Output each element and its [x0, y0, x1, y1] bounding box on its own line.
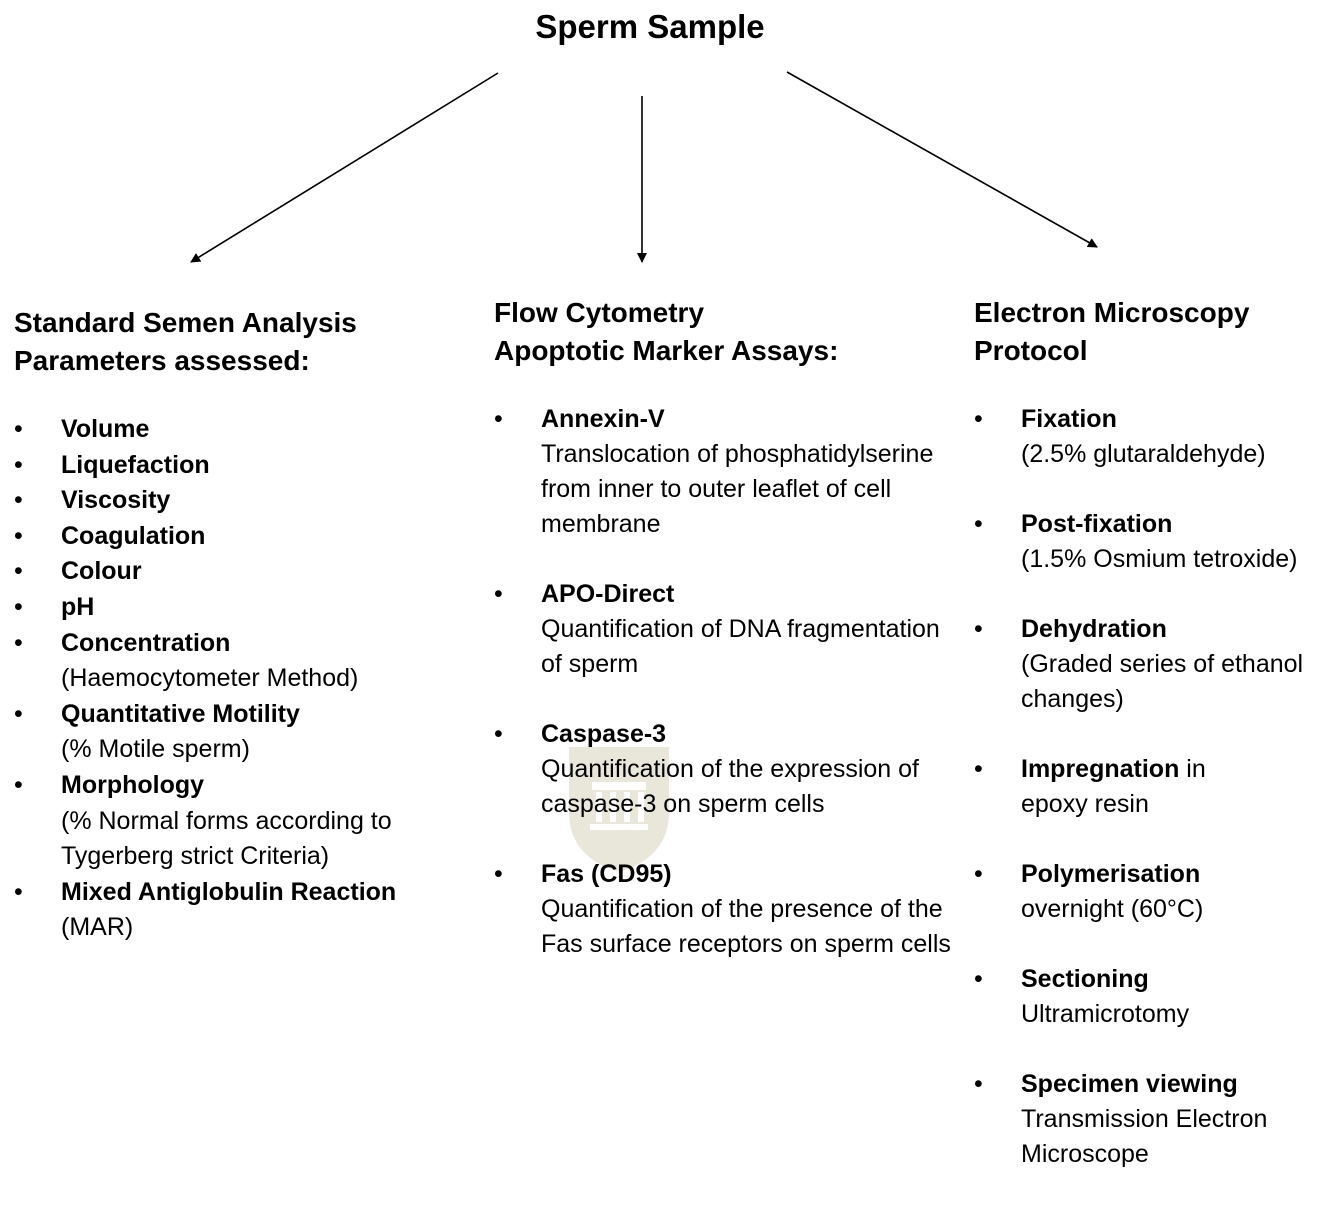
- item-list: VolumeLiquefactionViscosityCoagulationCo…: [14, 412, 484, 946]
- item-detail: (1.5% Osmium tetroxide): [1021, 545, 1298, 573]
- item-detail: overnight (60°C): [1021, 895, 1204, 923]
- column-heading-line2: Parameters assessed:: [14, 345, 310, 376]
- item-name: Quantitative Motility: [61, 699, 300, 728]
- item-name: Mixed Antiglobulin Reaction: [61, 877, 397, 906]
- item-detail: Quantification of the presence of the Fa…: [541, 895, 951, 958]
- item-list: Annexin-V Translocation of phosphatidylse…: [494, 402, 964, 962]
- item-name: APO-Direct: [541, 580, 675, 608]
- item-detail: Transmission Electron Microscope: [1021, 1105, 1268, 1168]
- column-heading-line1: Electron Microscopy: [974, 297, 1250, 328]
- item-detail: epoxy resin: [1021, 790, 1149, 818]
- item-name: Liquefaction: [61, 450, 210, 479]
- item-detail: Quantification of the expression of casp…: [541, 755, 920, 818]
- column-heading-line1: Standard Semen Analysis: [14, 307, 357, 338]
- item-name: pH: [61, 592, 95, 621]
- item-detail: (2.5% glutaraldehyde): [1021, 440, 1266, 468]
- arrow-to-semen-analysis: [190, 72, 499, 263]
- column-heading-line1: Flow Cytometry: [494, 297, 705, 328]
- list-item: Colour: [14, 554, 484, 590]
- item-detail: (MAR): [61, 913, 134, 942]
- item-name: Impregnation: [1021, 755, 1180, 783]
- item-name: Fas (CD95): [541, 860, 672, 888]
- item-name: Annexin-V: [541, 405, 665, 433]
- list-item: Viscosity: [14, 483, 484, 519]
- item-name: Specimen viewing: [1021, 1070, 1238, 1098]
- list-item: Volume: [14, 412, 484, 448]
- item-name-suffix: in: [1186, 755, 1206, 783]
- item-name: Polymerisation: [1021, 860, 1201, 888]
- arrow-to-electron-microscopy: [786, 71, 1098, 248]
- item-name: Colour: [61, 557, 142, 586]
- list-item: Coagulation: [14, 519, 484, 555]
- list-item: Morphology (% Normal forms according to T…: [14, 768, 484, 875]
- list-item: Concentration (Haemocytometer Method): [14, 626, 484, 697]
- item-name: Caspase-3: [541, 720, 667, 748]
- item-name: Coagulation: [61, 521, 206, 550]
- item-name: Sectioning: [1021, 965, 1149, 993]
- list-item: Post-fixation (1.5% Osmium tetroxide): [974, 507, 1324, 577]
- diagram-title: Sperm Sample: [535, 8, 765, 45]
- list-item: Fixation (2.5% glutaraldehyde): [974, 402, 1324, 472]
- column-heading-line2: Protocol: [974, 335, 1088, 366]
- item-name: Morphology: [61, 770, 205, 799]
- item-detail: Translocation of phosphatidylserine from…: [541, 440, 934, 538]
- list-item: Quantitative Motility (% Motile sperm): [14, 697, 484, 768]
- list-item: Dehydration (Graded series of ethanol cha…: [974, 612, 1324, 717]
- list-item: Polymerisation overnight (60°C): [974, 857, 1324, 927]
- item-name: Post-fixation: [1021, 510, 1173, 538]
- item-name: Fixation: [1021, 405, 1117, 433]
- item-list: Fixation (2.5% glutaraldehyde) Post-fixati…: [974, 402, 1324, 1172]
- item-detail: (% Motile sperm): [61, 735, 250, 764]
- item-name: Volume: [61, 415, 150, 443]
- item-name: Viscosity: [61, 486, 171, 515]
- list-item: Fas (CD95) Quantification of the presence…: [494, 857, 964, 962]
- item-detail: (Graded series of ethanol changes): [1021, 650, 1304, 713]
- column-electron-microscopy: Electron MicroscopyProtocolFixation (2.5%…: [974, 294, 1324, 1207]
- column-heading-line2: Apoptotic Marker Assays:: [494, 335, 839, 366]
- list-item: pH: [14, 590, 484, 626]
- list-item: Annexin-V Translocation of phosphatidylse…: [494, 402, 964, 542]
- list-item: Liquefaction: [14, 448, 484, 484]
- item-detail: (% Normal forms according to Tygerberg s…: [61, 806, 392, 871]
- item-name: Dehydration: [1021, 615, 1167, 643]
- item-name: Concentration: [61, 628, 231, 657]
- item-detail: Quantification of DNA fragmentation of s…: [541, 615, 940, 678]
- item-detail: (Haemocytometer Method): [61, 664, 359, 693]
- list-item: Mixed Antiglobulin Reaction (MAR): [14, 875, 484, 946]
- item-detail: Ultramicrotomy: [1021, 1000, 1190, 1028]
